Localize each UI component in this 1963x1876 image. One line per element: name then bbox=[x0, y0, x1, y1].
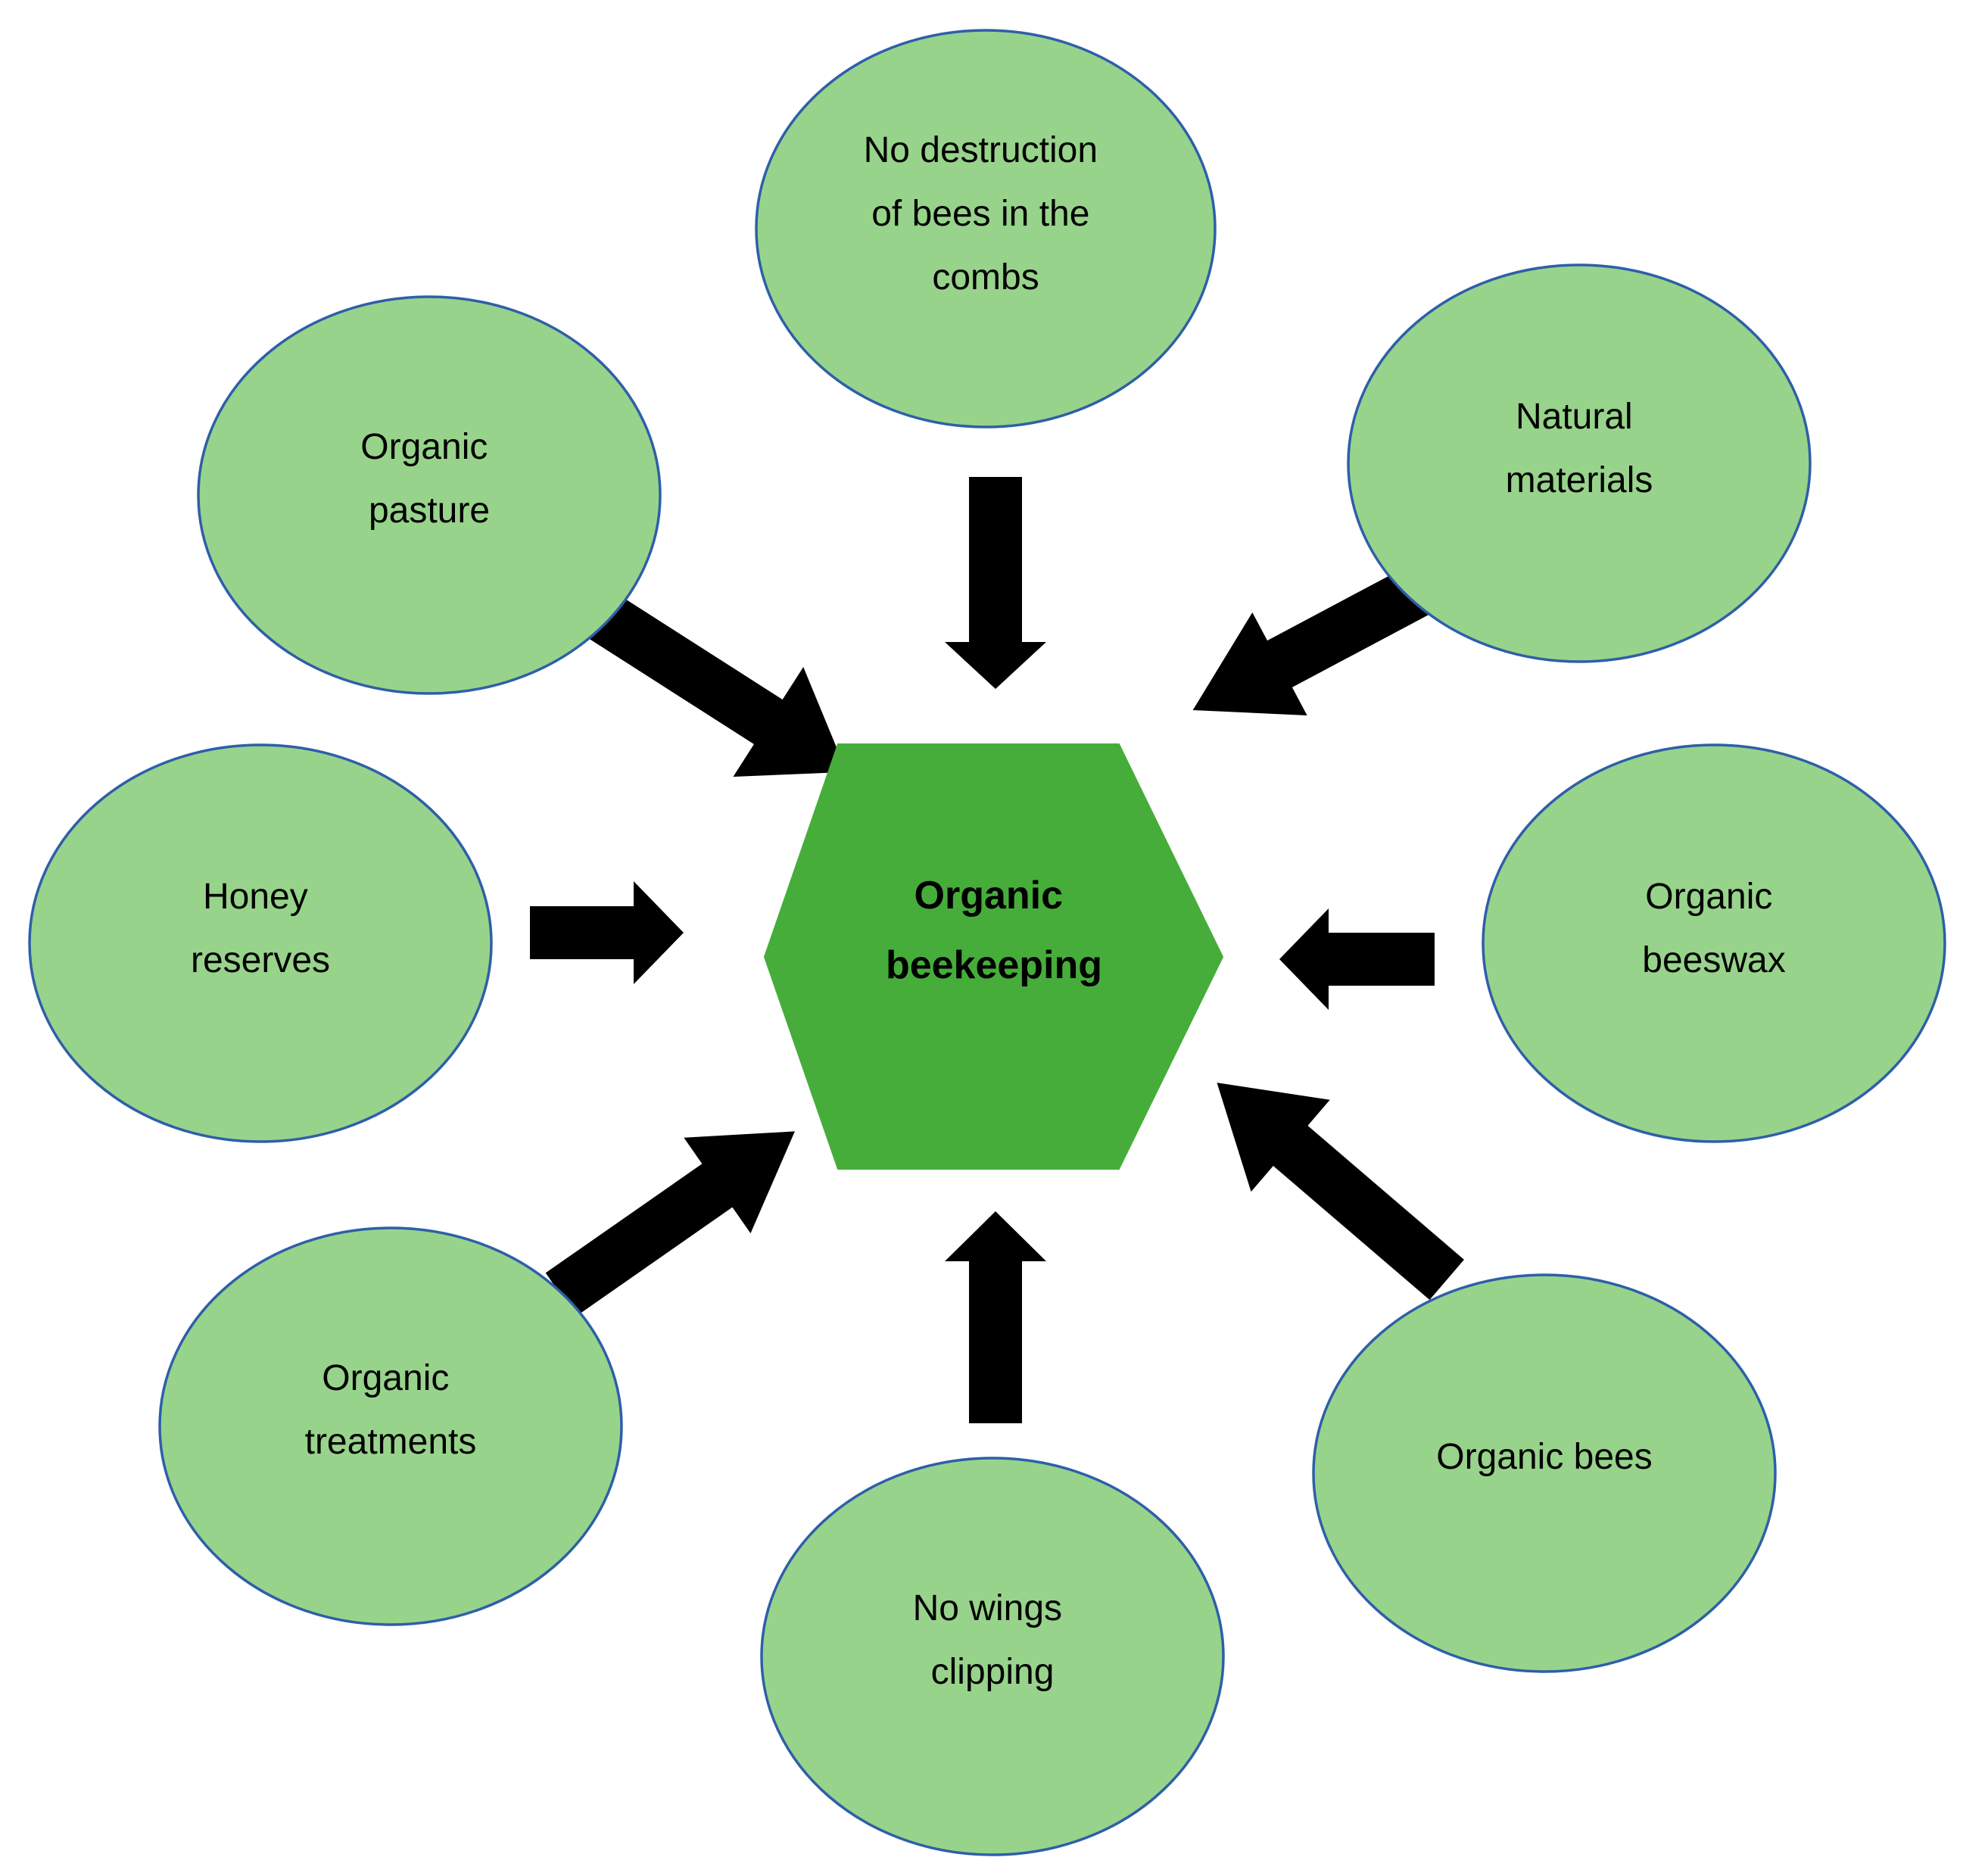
center-label-line-1: Organic bbox=[915, 874, 1064, 918]
center-label: Organic beekeeping bbox=[886, 874, 1102, 987]
node-label-line: Organic bbox=[360, 427, 488, 467]
center-hexagon bbox=[763, 743, 1224, 1170]
node-organic-treatments: Organic treatments bbox=[158, 1226, 623, 1626]
node-label-natural-materials: Natural materials bbox=[1506, 397, 1653, 500]
node-label-line: treatments bbox=[305, 1422, 477, 1462]
node-ellipse-organic-beeswax bbox=[1482, 743, 1946, 1143]
node-label-line: Organic bbox=[1645, 877, 1772, 917]
arrow-from-organic-treatments bbox=[545, 1131, 795, 1317]
node-natural-materials: Natural materials bbox=[1347, 263, 1812, 663]
node-label-honey-reserves: Honey reserves bbox=[191, 877, 330, 980]
node-label-line: Organic bbox=[322, 1358, 449, 1398]
node-label-line: Honey bbox=[203, 877, 308, 917]
node-label-line: clipping bbox=[931, 1652, 1055, 1692]
node-ellipse-organic-treatments bbox=[158, 1226, 623, 1626]
node-ellipse-organic-bees bbox=[1312, 1273, 1777, 1673]
arrow-from-organic-pasture bbox=[563, 578, 847, 777]
node-label-line: beeswax bbox=[1642, 940, 1785, 980]
node-ellipse-no-wings-clipping bbox=[760, 1457, 1225, 1856]
node-no-wings-clipping: No wings clipping bbox=[760, 1457, 1225, 1856]
node-no-destruction: No destruction of bees in the combs bbox=[755, 29, 1217, 428]
node-label-line: of bees in the bbox=[871, 194, 1089, 234]
arrow-from-organic-bees bbox=[1217, 1083, 1464, 1301]
node-honey-reserves: Honey reserves bbox=[28, 743, 493, 1143]
node-label-line: Natural bbox=[1516, 397, 1633, 437]
node-label-line: materials bbox=[1506, 460, 1653, 500]
node-label-organic-pasture: Organic pasture bbox=[360, 427, 497, 531]
node-label-line: pasture bbox=[369, 491, 490, 531]
node-label-line: Organic bees bbox=[1436, 1437, 1653, 1477]
node-label-line: No wings bbox=[913, 1588, 1062, 1628]
arrow-from-organic-beeswax bbox=[1279, 908, 1435, 1010]
node-label-no-wings-clipping: No wings clipping bbox=[913, 1588, 1073, 1692]
node-ellipse-no-destruction bbox=[755, 29, 1217, 428]
node-label-line: No destruction bbox=[864, 130, 1098, 170]
node-label-line: combs bbox=[932, 257, 1039, 298]
center-label-line-2: beekeeping bbox=[886, 943, 1102, 987]
arrow-from-no-destruction bbox=[945, 477, 1046, 689]
node-label-organic-treatments: Organic treatments bbox=[305, 1358, 477, 1462]
node-label-no-destruction: No destruction of bees in the combs bbox=[864, 130, 1108, 298]
node-organic-beeswax: Organic beeswax bbox=[1482, 743, 1946, 1143]
node-label-organic-beeswax: Organic beeswax bbox=[1642, 877, 1785, 980]
node-label-organic-bees: Organic bees bbox=[1436, 1437, 1653, 1477]
arrow-from-no-wings-clipping bbox=[945, 1211, 1046, 1423]
node-organic-pasture: Organic pasture bbox=[197, 295, 662, 695]
node-ellipse-natural-materials bbox=[1347, 263, 1812, 663]
center-node: Organic beekeeping bbox=[763, 743, 1224, 1170]
arrow-from-honey-reserves bbox=[530, 881, 684, 984]
node-ellipse-honey-reserves bbox=[28, 743, 493, 1143]
node-organic-bees: Organic bees bbox=[1312, 1273, 1777, 1673]
node-label-line: reserves bbox=[191, 940, 330, 980]
node-ellipse-organic-pasture bbox=[197, 295, 662, 695]
